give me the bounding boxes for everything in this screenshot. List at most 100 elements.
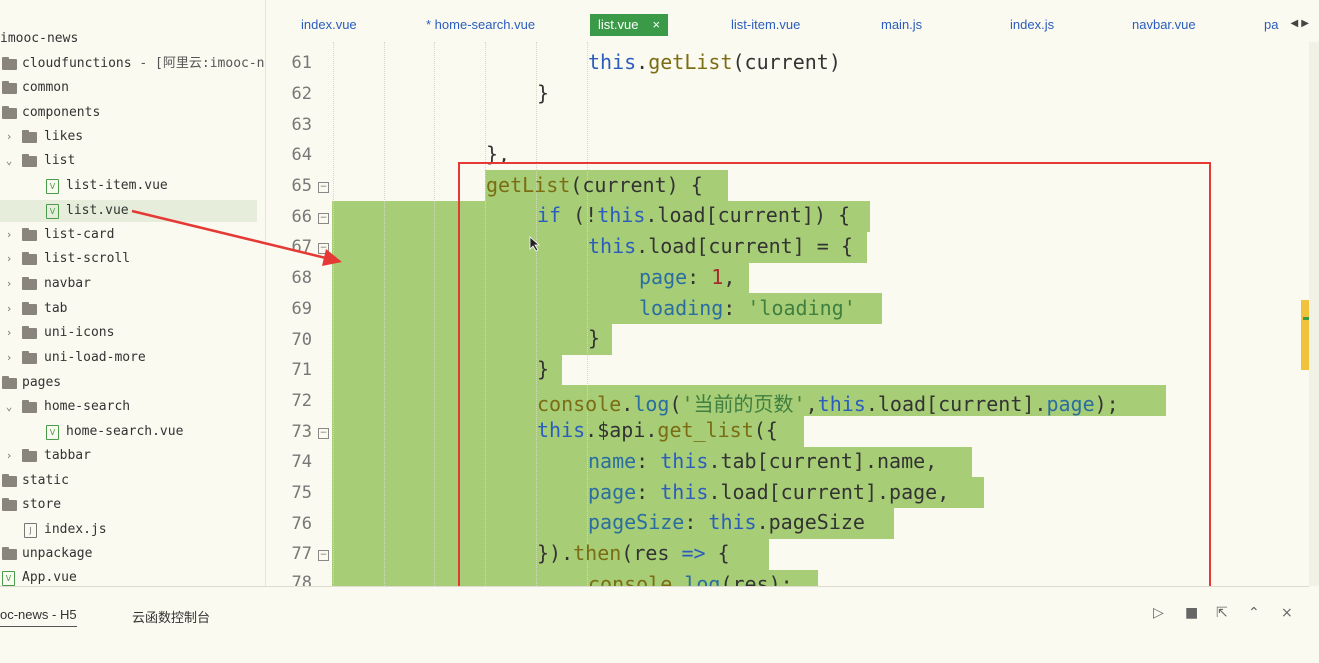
tree-item-uni-icons[interactable]: › uni-icons [0,322,265,344]
chevron-down-icon[interactable]: ⌄ [5,400,13,413]
line-number: 67 [291,237,312,257]
close-tab-icon[interactable]: × [652,17,661,32]
annotation-box [458,162,1211,590]
tree-item-home-search[interactable]: ⌄ home-search [0,396,265,418]
tab-console-h5[interactable]: oc-news - H5 [0,607,77,627]
js-file-icon: J [24,523,37,538]
bottom-panel: oc-news - H5 云函数控制台 ▷ ■ ⇱ ⌃ × [0,586,1309,663]
chevron-right-icon[interactable]: › [5,252,13,265]
folder-icon [2,57,17,70]
stop-icon[interactable]: ■ [1185,605,1199,621]
line-number: 77 [291,544,312,564]
chevron-right-icon[interactable]: › [5,130,13,143]
tree-item-list[interactable]: ⌄ list [0,150,265,172]
chevron-right-icon[interactable]: › [5,302,13,315]
tab-pa[interactable]: pa [1264,17,1279,32]
selection-highlight [332,355,562,386]
tree-item-common[interactable]: common [0,77,265,99]
fold-icon[interactable]: − [318,550,329,561]
tab-index-js[interactable]: index.js [1010,17,1055,32]
tree-item-tabbar[interactable]: › tabbar [0,445,265,467]
tree-item-static[interactable]: static [0,470,265,492]
chevron-right-icon[interactable]: › [5,326,13,339]
vue-file-icon: V [46,179,59,194]
selection-highlight [332,416,804,447]
tree-item-app-vue[interactable]: V App.vue [0,567,265,586]
line-number: 78 [291,573,312,586]
tree-item-store[interactable]: store [0,494,265,516]
tree-item-index-js[interactable]: J index.js [0,519,265,541]
play-icon[interactable]: ▷ [1153,605,1164,621]
selection-highlight [332,293,882,324]
tree-label: App.vue [22,570,77,585]
tree-item-components[interactable]: components [0,102,265,124]
tree-item-list-item-vue[interactable]: V list-item.vue [0,175,265,197]
tree-item-list-card[interactable]: › list-card [0,224,265,246]
line-number: 65 [291,176,312,196]
tree-item-tab[interactable]: › tab [0,298,265,320]
indent-guide [536,42,537,586]
tree-item-likes[interactable]: › likes [0,126,265,148]
code-line-76: pageSize: this.pageSize [588,510,865,534]
tab-main-js[interactable]: main.js [881,17,923,32]
line-number: 76 [291,514,312,534]
tab-cloud-console[interactable]: 云函数控制台 [132,610,211,625]
code-line-68: page: 1, [639,265,736,289]
tab-list-item-vue[interactable]: list-item.vue [731,17,801,32]
chevron-right-icon[interactable]: › [5,449,13,462]
code-editor[interactable]: 61 62 63 64 65 66 67 68 69 70 71 72 73 7… [266,42,1309,586]
code-line-67: this.load[current] = { [588,234,853,258]
tree-item-cloudfunctions[interactable]: cloudfunctions - [阿里云:imooc-n [0,53,265,75]
tree-root[interactable]: imooc-news [0,28,265,50]
tab-index-vue[interactable]: index.vue [301,17,357,32]
vue-file-icon: V [46,204,59,219]
fold-icon[interactable]: − [318,182,329,193]
line-number: 72 [291,391,312,411]
folder-icon [2,106,17,119]
close-icon[interactable]: × [1281,605,1293,621]
tab-list-vue[interactable]: list.vue × [590,14,669,36]
collapse-icon[interactable]: ⌃ [1248,605,1260,621]
tree-item-navbar[interactable]: › navbar [0,273,265,295]
chevron-down-icon[interactable]: ⌄ [5,154,13,167]
tree-item-unpackage[interactable]: unpackage [0,543,265,565]
tree-item-uni-load-more[interactable]: › uni-load-more [0,347,265,369]
line-number: 69 [291,299,312,319]
tab-home-search-vue[interactable]: * home-search.vue [426,17,536,32]
tree-item-list-scroll[interactable]: › list-scroll [0,248,265,270]
tab-scroll-arrows-icon[interactable]: ◀ ▶ [1290,18,1309,29]
tree-label: list.vue [66,203,129,218]
tab-navbar-vue[interactable]: navbar.vue [1132,17,1196,32]
fold-icon[interactable]: − [318,243,329,254]
tree-label: list-item.vue [66,178,168,193]
tree-label: tab [44,301,68,316]
indent-guide [434,42,435,586]
export-icon[interactable]: ⇱ [1216,605,1228,621]
code-line-70: } [588,326,601,350]
selection-highlight [485,170,728,201]
indent-guide [384,42,385,586]
code-line-69: loading: 'loading' [639,296,856,320]
chevron-right-icon[interactable]: › [5,277,13,290]
fold-icon[interactable]: − [318,428,329,439]
selection-highlight [332,201,870,232]
tree-label: navbar [44,276,91,291]
folder-icon [22,351,37,364]
code-line-74: name: this.tab[current].name, [588,449,938,473]
tree-label: tabbar [44,448,91,463]
chevron-right-icon[interactable]: › [5,228,13,241]
tree-item-list-vue[interactable]: V list.vue [0,200,257,222]
vertical-scrollbar[interactable] [1309,42,1319,586]
chevron-right-icon[interactable]: › [5,351,13,364]
tree-label: uni-load-more [44,350,146,365]
tree-item-pages[interactable]: pages [0,372,265,394]
line-number: 61 [291,53,312,73]
tab-label: list.vue [598,17,639,32]
selection-highlight [332,324,612,355]
scroll-marker [1303,317,1309,320]
tree-item-home-search-vue[interactable]: V home-search.vue [0,421,265,443]
vue-file-icon: V [2,571,15,586]
tree-label: list-card [44,227,115,242]
fold-icon[interactable]: − [318,213,329,224]
indent-guide [333,42,334,586]
